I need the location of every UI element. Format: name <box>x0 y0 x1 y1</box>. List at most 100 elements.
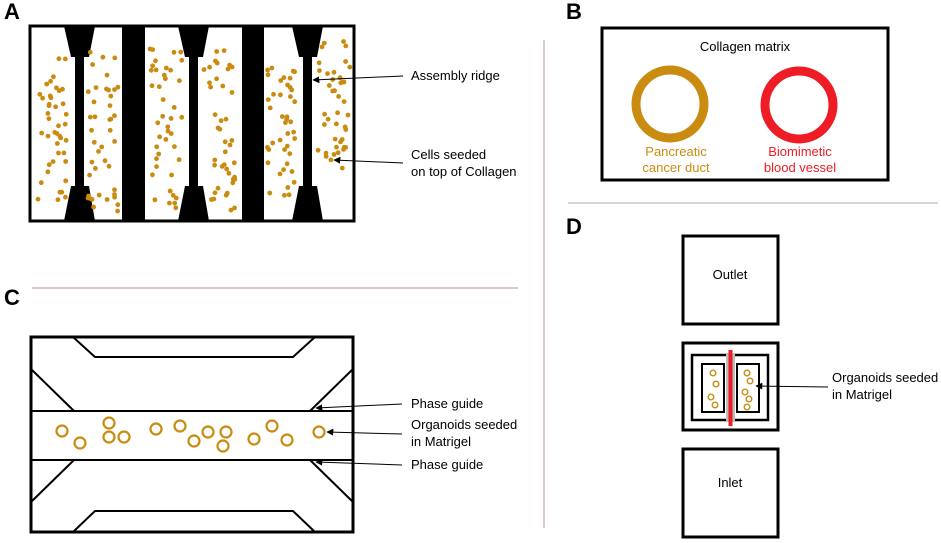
cell-dot <box>332 136 338 142</box>
cell-dot <box>63 159 69 164</box>
cell-dot <box>172 144 177 150</box>
organoid <box>117 430 131 444</box>
cell-dot <box>173 195 179 201</box>
cell-dot <box>44 81 50 87</box>
cell-dot <box>104 197 110 202</box>
cell-dot <box>325 116 331 122</box>
cell-dot <box>339 165 345 171</box>
cell-dot <box>338 80 344 86</box>
cell-dot <box>343 145 349 150</box>
cell-dot <box>267 190 273 196</box>
cell-dot <box>213 58 218 64</box>
label-outlet: Outlet <box>713 267 748 282</box>
outlet-box <box>681 234 780 326</box>
cell-dot <box>154 156 159 162</box>
cell-dot <box>316 60 322 66</box>
cell-dot <box>173 205 179 211</box>
cell-dot <box>46 162 52 168</box>
organoid-small <box>743 403 751 411</box>
cell-dot <box>153 58 158 64</box>
cell-dot <box>215 185 221 191</box>
cell-dot <box>265 97 271 102</box>
cell-dot <box>91 139 97 145</box>
label-organoids-c-1: Organoids seeded <box>411 417 517 432</box>
cell-dot <box>178 49 184 55</box>
cell-dot <box>56 150 61 156</box>
organoid <box>280 433 294 447</box>
left-top-diagonal <box>30 368 75 412</box>
organoid-small <box>711 401 719 409</box>
cell-dot <box>179 57 185 63</box>
cell-dot <box>291 179 297 185</box>
cell-dot <box>287 84 293 90</box>
cell-dot <box>323 154 329 159</box>
cell-dot <box>321 40 327 46</box>
arrow-phase-guide-top <box>315 403 403 412</box>
organoid-small <box>709 369 717 377</box>
cell-dot <box>281 167 286 173</box>
cell-dot <box>223 192 229 198</box>
center-vessel-red <box>728 350 733 426</box>
organoid <box>247 432 261 446</box>
cell-dot <box>322 122 327 127</box>
panel-letter-b: B <box>566 0 582 24</box>
cell-dot <box>165 128 171 134</box>
panel-a: A Assembly ridge Cells seeded on top of … <box>4 0 517 223</box>
cell-dot <box>107 127 113 133</box>
blood-vessel-ring <box>760 66 838 144</box>
cell-dot <box>267 105 273 111</box>
organoid <box>173 419 187 433</box>
cell-dot <box>269 65 275 71</box>
cell-dot <box>230 176 236 182</box>
cell-dot <box>270 140 276 146</box>
cell-dot <box>325 71 330 76</box>
cell-dot <box>96 192 102 198</box>
channel-wall-2 <box>242 26 264 221</box>
arrow-assembly-ridge <box>312 75 404 84</box>
organoids <box>55 416 326 453</box>
cell-dot <box>160 113 166 119</box>
cell-dot <box>171 105 177 110</box>
cell-dot <box>149 83 155 89</box>
cell-dot <box>288 119 294 125</box>
cell-dot <box>147 46 153 52</box>
collagen-matrix-box <box>600 26 890 182</box>
cell-dot <box>281 75 287 80</box>
cell-dot <box>334 144 339 150</box>
cell-dot <box>35 196 41 202</box>
cell-dot <box>207 80 212 86</box>
cell-dot <box>112 113 117 119</box>
cell-dot <box>39 130 45 136</box>
cell-dot <box>150 63 156 69</box>
cell-dot <box>51 74 56 80</box>
cell-dot <box>93 85 99 90</box>
cell-dot <box>59 189 65 195</box>
cell-dot <box>289 169 295 174</box>
cell-dot <box>63 178 69 184</box>
cell-dot <box>112 87 117 92</box>
cell-dot <box>265 72 271 78</box>
cell-dot <box>317 68 322 73</box>
cell-dot <box>271 91 276 97</box>
cell-dot <box>63 137 69 143</box>
cell-dot <box>55 197 61 203</box>
cell-dot <box>62 56 68 62</box>
cell-dot <box>277 171 283 177</box>
assembly-ridge-3 <box>292 26 323 221</box>
label-duct-2: cancer duct <box>642 160 710 175</box>
label-cells-seeded-1: Cells seeded <box>411 147 486 162</box>
label-vessel-1: Biomimetic <box>768 144 832 159</box>
cell-dot <box>208 84 214 90</box>
cell-dot <box>53 104 58 110</box>
organoid <box>55 424 69 438</box>
panel-c: C Phase guide Organoids seeded in Matrig… <box>4 285 517 534</box>
cell-dot <box>87 114 93 120</box>
cell-dot <box>266 147 272 153</box>
cell-dot <box>201 67 207 72</box>
inlet-box <box>681 447 780 539</box>
cell-dot <box>170 192 176 198</box>
bottom-channel-outline <box>72 510 316 533</box>
cell-dot <box>100 54 106 60</box>
cell-dot <box>222 149 228 155</box>
right-top-diagonal <box>309 368 354 412</box>
